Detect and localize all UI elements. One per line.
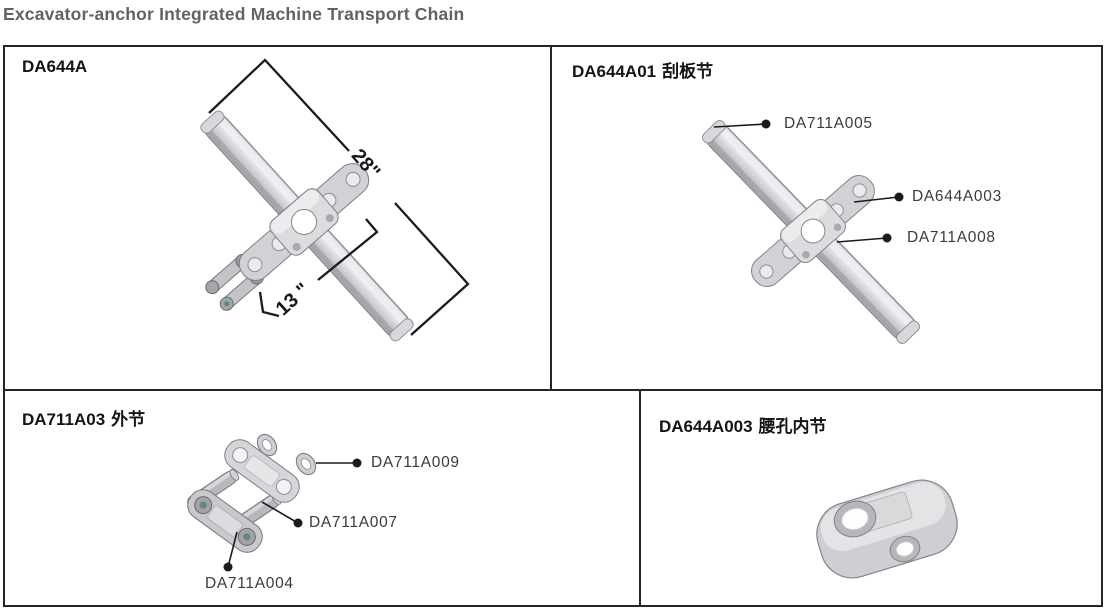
leader-line bbox=[713, 123, 767, 128]
panel-assembly: DA644A bbox=[3, 45, 551, 389]
panel-title-scraper: DA644A01 刮板节 bbox=[572, 57, 713, 82]
link-plate-illustration bbox=[224, 439, 300, 503]
divider-top-vertical bbox=[550, 45, 552, 391]
part-label-da711a007: DA711A007 bbox=[309, 514, 398, 531]
dimension-line-width bbox=[258, 291, 280, 318]
part-label-da644a003: DA644A003 bbox=[912, 188, 1002, 205]
panel-name-cn: 腰孔内节 bbox=[758, 417, 827, 436]
divider-horizontal bbox=[3, 389, 1103, 391]
leader-line bbox=[261, 501, 299, 524]
part-label-da711a008: DA711A008 bbox=[907, 229, 996, 246]
divider-bottom-vertical bbox=[639, 389, 641, 607]
panel-scraper-link: DA644A01 刮板节 bbox=[551, 45, 1103, 389]
inner-link-body bbox=[816, 479, 958, 579]
leader-dot bbox=[293, 518, 303, 528]
dimension-line-width bbox=[317, 218, 379, 281]
leader-dot bbox=[761, 119, 771, 129]
leader-line bbox=[836, 237, 888, 243]
page-title: Excavator-anchor Integrated Machine Tran… bbox=[3, 4, 465, 24]
panel-code: DA644A003 bbox=[659, 417, 753, 436]
chain-links-illustration bbox=[751, 175, 875, 287]
link-plate-illustration bbox=[187, 489, 263, 553]
leader-line bbox=[227, 531, 238, 568]
panel-title-assembly: DA644A bbox=[22, 57, 93, 77]
leader-dot bbox=[894, 192, 904, 202]
leader-dot bbox=[223, 562, 233, 572]
o-ring-illustration bbox=[256, 433, 278, 457]
panel-inner-link: DA644A003 腰孔内节 bbox=[639, 391, 1103, 605]
dimension-line-length bbox=[394, 202, 470, 336]
panel-title-outer-link: DA711A03 外节 bbox=[22, 405, 145, 430]
panel-outer-link: DA711A03 外节 bbox=[3, 391, 639, 605]
dimension-label-width: 13 " bbox=[272, 279, 314, 320]
assembly-illustration: 28" 13 " bbox=[200, 58, 470, 342]
panel-grid-border bbox=[3, 45, 1103, 607]
inner-link-illustration bbox=[816, 479, 958, 579]
leader-dot bbox=[882, 233, 892, 243]
panel-code: DA644A01 bbox=[572, 62, 657, 81]
panel-code: DA644A bbox=[22, 57, 88, 76]
panel-code: DA711A03 bbox=[22, 410, 106, 429]
outer-link-illustration bbox=[187, 433, 362, 572]
inner-link-hole-small bbox=[889, 535, 921, 563]
panel-name-cn: 刮板节 bbox=[662, 62, 714, 81]
leader-dot bbox=[352, 458, 362, 468]
part-label-da711a005: DA711A005 bbox=[784, 115, 873, 132]
part-label-da711a009: DA711A009 bbox=[371, 454, 460, 471]
part-label-da711a004: DA711A004 bbox=[205, 575, 294, 592]
chain-links-illustration bbox=[205, 163, 370, 311]
scraper-link-illustration bbox=[702, 119, 920, 344]
panel-name-cn: 外节 bbox=[111, 410, 146, 429]
inner-link-hole-large bbox=[833, 500, 877, 538]
dimension-line-length bbox=[208, 58, 350, 152]
panel-title-inner-link: DA644A003 腰孔内节 bbox=[659, 412, 827, 437]
leader-line bbox=[853, 196, 900, 203]
o-ring-illustration bbox=[295, 452, 317, 476]
